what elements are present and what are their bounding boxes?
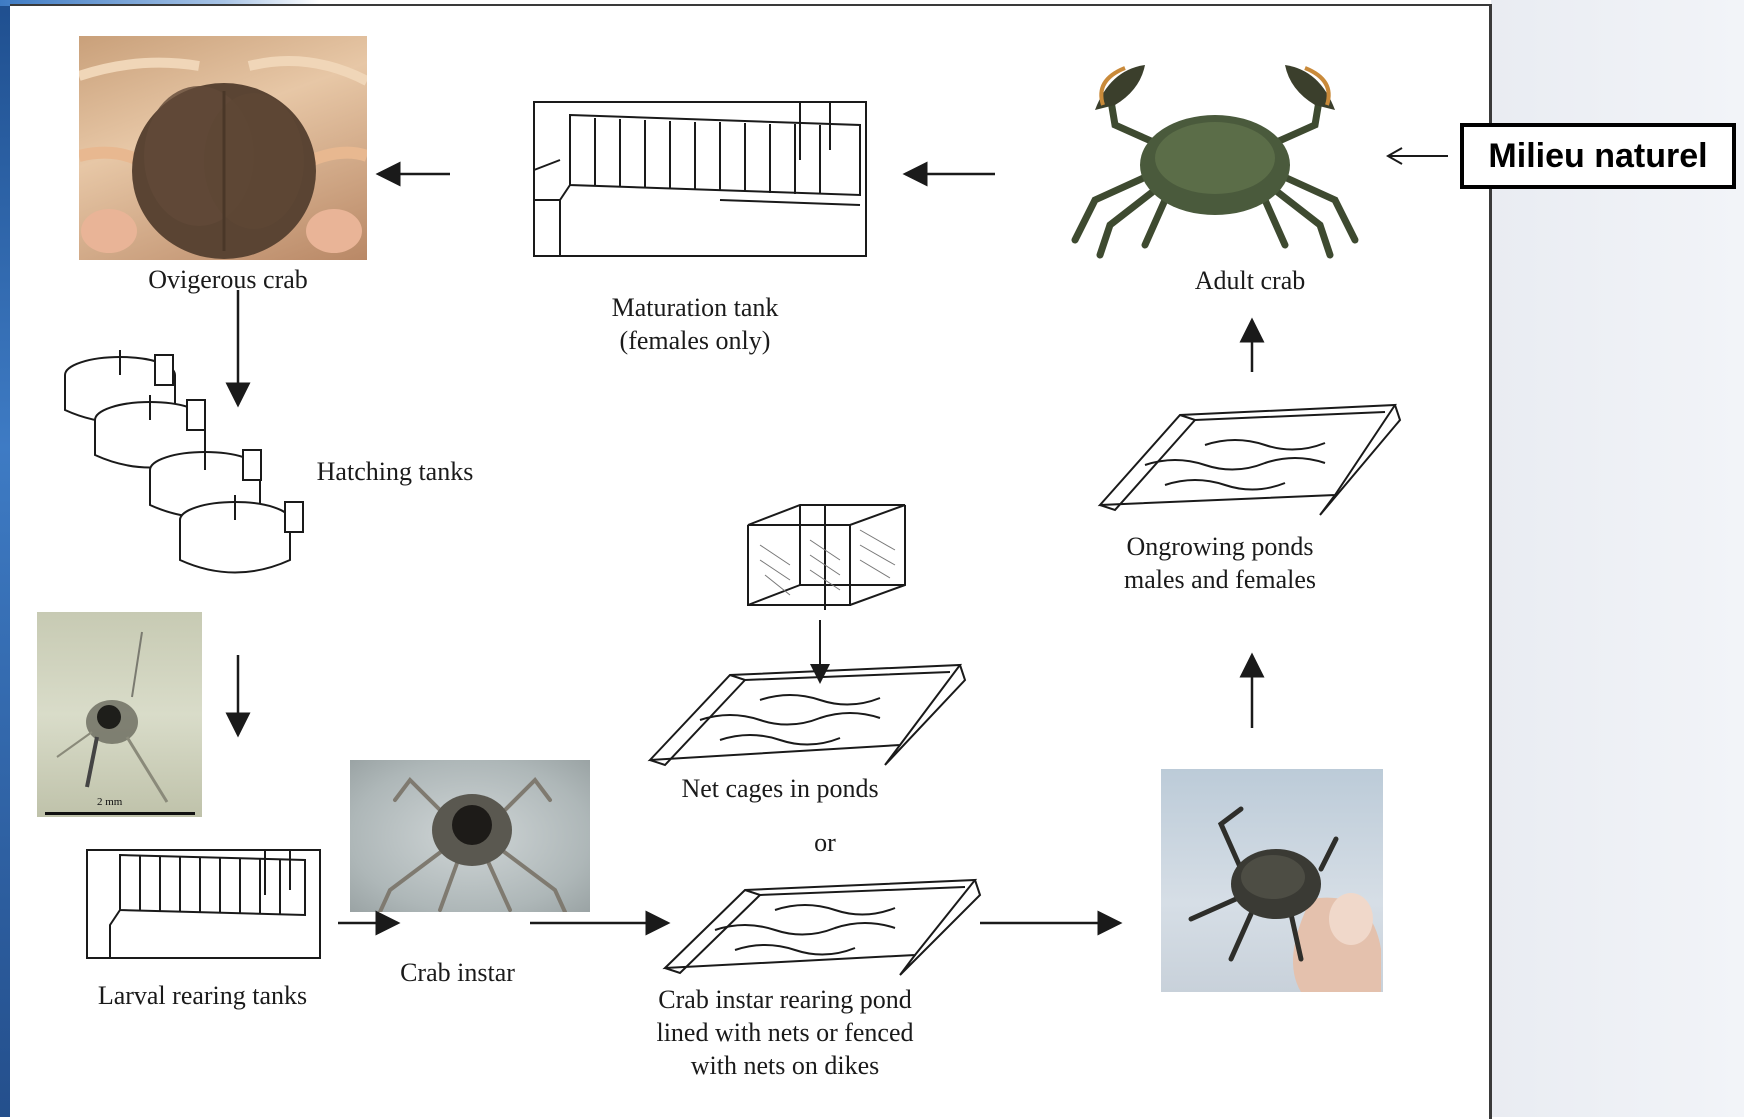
hatching-tanks-drawing bbox=[65, 350, 303, 573]
or-label: or bbox=[800, 826, 850, 859]
net-cage-drawing bbox=[748, 505, 905, 610]
milieu-naturel-callout: Milieu naturel bbox=[1460, 123, 1736, 189]
ongrowing-ponds-label: Ongrowing ponds males and females bbox=[1100, 530, 1340, 596]
net-cages-pond-drawing bbox=[650, 665, 965, 765]
hatching-tanks-label: Hatching tanks bbox=[305, 455, 485, 488]
larval-rearing-tanks-label: Larval rearing tanks bbox=[80, 979, 325, 1012]
larval-tanks-drawing bbox=[87, 850, 320, 958]
ongrowing-pond-drawing bbox=[1100, 405, 1400, 515]
maturation-tank-label: Maturation tank (females only) bbox=[585, 291, 805, 357]
crab-instar-label: Crab instar bbox=[385, 956, 530, 989]
adult-crab-label: Adult crab bbox=[1180, 264, 1320, 297]
crab-instar-pond-label: Crab instar rearing pond lined with nets… bbox=[635, 983, 935, 1082]
maturation-tank-drawing bbox=[534, 102, 866, 256]
ovigerous-crab-label: Ovigerous crab bbox=[128, 263, 328, 296]
net-cages-label: Net cages in ponds bbox=[665, 772, 895, 805]
crab-instar-pond-drawing bbox=[665, 880, 980, 975]
